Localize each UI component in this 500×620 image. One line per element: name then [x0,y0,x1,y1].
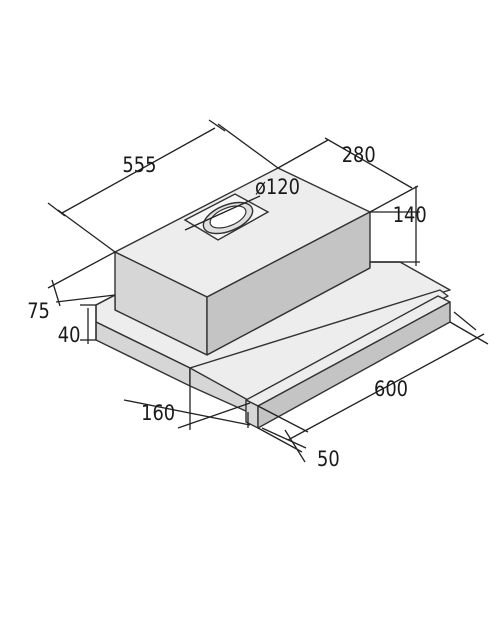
dim-line [287,333,485,441]
dim-line [51,279,61,307]
ext-line [257,405,309,433]
dim-50 [257,405,309,463]
outlet-opening [209,205,247,229]
dim-line [61,127,216,214]
air-outlet [183,193,270,241]
ext-line [257,427,303,453]
ext-line [47,251,116,289]
label-visor-height: 50 [317,447,340,472]
dim-140 [370,186,420,266]
label-depth-top: 280 [342,143,376,168]
label-base-height: 40 [58,323,81,348]
dim-160 [123,386,251,430]
dim-outlet [184,195,261,231]
base-frame [95,261,451,387]
dim-75 [47,251,116,307]
ext-line [57,209,116,253]
motor-body [114,167,371,356]
dim-600 [257,311,489,453]
dim-line [177,402,251,429]
dim-555 [47,119,279,253]
dim-40 [80,304,96,344]
ext-line [47,202,66,217]
label-width-top: 555 [122,153,156,178]
label-front-depth: 160 [141,401,175,426]
dim-line [123,399,251,426]
label-body-height: 140 [393,203,427,228]
dim-line [324,137,413,189]
ext-line [277,139,329,169]
dim-280 [277,137,419,213]
ext-line [217,123,279,169]
label-rear-offset: 75 [27,299,50,324]
leader-line [184,195,261,231]
ext-line [55,294,116,303]
label-total-width: 600 [374,377,408,402]
dim-line [284,429,306,463]
ext-line [369,185,419,213]
ext-line [453,311,477,331]
base-frame-back-edge [95,294,116,306]
ext-line [261,427,307,449]
label-outlet-diameter: ø120 [255,175,300,200]
ext-line [449,321,489,345]
ext-line [208,119,226,132]
